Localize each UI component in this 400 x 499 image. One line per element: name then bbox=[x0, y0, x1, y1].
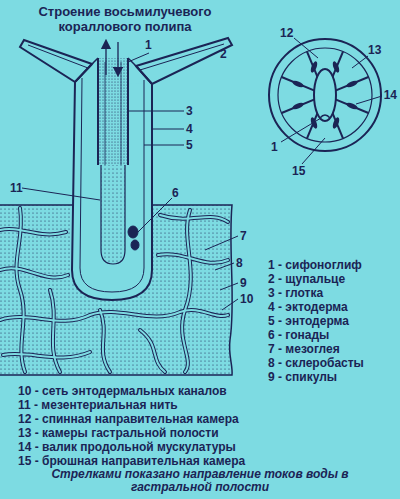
callout-number: 4 bbox=[186, 122, 193, 136]
legend-key-line: 4 - эктодерма bbox=[268, 300, 348, 314]
callout-number: 12 bbox=[280, 26, 293, 40]
callout-number: 9 bbox=[240, 276, 247, 290]
callout-number: 2 bbox=[220, 47, 227, 61]
callout-number: 15 bbox=[292, 164, 305, 178]
legend-key-line: 11 - мезентериальная нить bbox=[18, 398, 178, 412]
callout-number: 14 bbox=[384, 88, 397, 102]
legend-key-line: 1 - сифоноглиф bbox=[268, 258, 362, 272]
legend-key-line: 7 - мезоглея bbox=[268, 342, 340, 356]
legend-key-line: 6 - гонады bbox=[268, 328, 329, 342]
legend-key-line: 8 - склеробасты bbox=[268, 356, 364, 370]
figure-caption: Стрелками показано направление токов вод… bbox=[50, 468, 350, 494]
callout-number: 11 bbox=[10, 181, 23, 195]
legend-key-line: 15 - брюшная направительная камера bbox=[18, 454, 245, 468]
legend-key-line: 13 - камеры гастральной полости bbox=[18, 426, 219, 440]
legend-key-line: 3 - глотка bbox=[268, 286, 323, 300]
callout-number: 3 bbox=[186, 104, 193, 118]
callout-number: 5 bbox=[186, 138, 193, 152]
callout-number: 6 bbox=[172, 186, 179, 200]
legend-key-line: 12 - спинная направительная камера bbox=[18, 412, 239, 426]
diagram-title: Строение восьмилучевого кораллового поли… bbox=[20, 4, 230, 34]
legend-key-line: 9 - спикулы bbox=[268, 370, 337, 384]
legend-key-line: 2 - щупальце bbox=[268, 272, 345, 286]
callout-number: 13 bbox=[368, 43, 381, 57]
callout-number: 1 bbox=[145, 38, 152, 52]
callout-number: 7 bbox=[240, 229, 247, 243]
callout-number: 10 bbox=[240, 292, 253, 306]
legend-key-line: 14 - валик продольной мускулатуры bbox=[18, 440, 236, 454]
legend-key-line: 10 - сеть энтодермальных каналов bbox=[18, 384, 227, 398]
callout-number: 8 bbox=[236, 256, 243, 270]
callout-number: 1 bbox=[271, 140, 278, 154]
legend-key-line: 5 - энтодерма bbox=[268, 314, 349, 328]
